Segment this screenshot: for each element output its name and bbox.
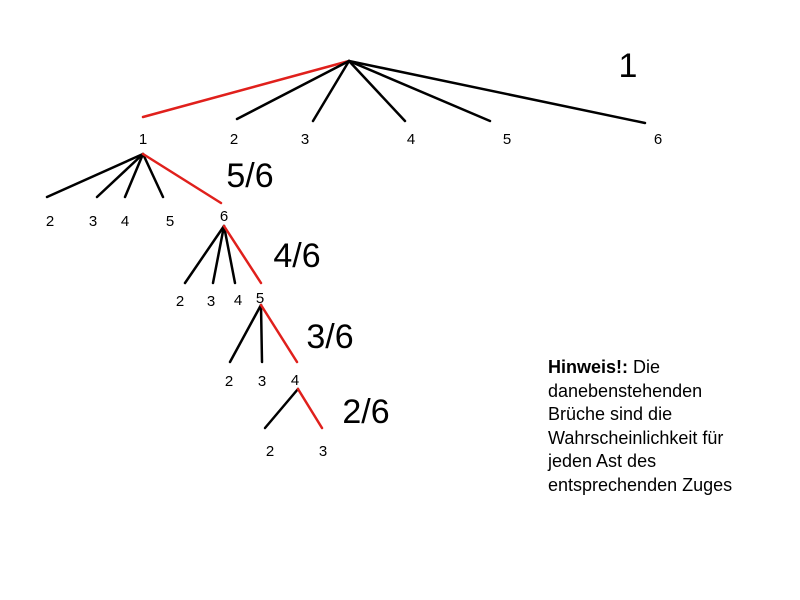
branch-root-4 xyxy=(347,59,407,123)
node-label: 5 xyxy=(166,213,174,230)
node-label: 4 xyxy=(234,292,242,309)
node-label: 3 xyxy=(258,373,266,390)
fraction-level-4: 3/6 xyxy=(306,318,353,356)
top-probability: 1 xyxy=(619,47,638,85)
node-label: 5 xyxy=(256,290,264,307)
branch-root-2 xyxy=(235,59,351,121)
branch-1-2 xyxy=(45,152,145,199)
fraction-level-5: 2/6 xyxy=(342,393,389,431)
node-label: 2 xyxy=(46,213,54,230)
node-label: 6 xyxy=(220,208,228,225)
branch-root-3 xyxy=(311,59,351,123)
branch-4-3 xyxy=(296,387,324,430)
branch-1-3 xyxy=(95,152,145,199)
node-label: 3 xyxy=(207,293,215,310)
node-label: 4 xyxy=(407,131,415,148)
hint-text: Die danebenstehenden Brüche sind die Wah… xyxy=(548,357,733,495)
branch-5-4 xyxy=(259,303,299,364)
fraction-level-3: 4/6 xyxy=(273,237,320,275)
branch-1-6 xyxy=(141,152,223,205)
branch-1-5 xyxy=(141,152,165,199)
hint-note: Hinweis!: Die danebenstehenden Brüche si… xyxy=(548,356,748,497)
branch-root-1 xyxy=(141,59,351,119)
node-label: 2 xyxy=(230,131,238,148)
node-label: 4 xyxy=(291,372,299,389)
node-label: 3 xyxy=(301,131,309,148)
branch-4-2 xyxy=(263,387,300,430)
node-label: 2 xyxy=(225,373,233,390)
node-label: 2 xyxy=(266,443,274,460)
node-label: 3 xyxy=(319,443,327,460)
node-label: 1 xyxy=(139,131,147,148)
node-label: 6 xyxy=(654,131,662,148)
node-label: 3 xyxy=(89,213,97,230)
branch-6-4 xyxy=(222,224,237,285)
node-label: 5 xyxy=(503,131,511,148)
branch-root-5 xyxy=(347,59,492,123)
branch-6-5 xyxy=(222,224,263,285)
branch-root-6 xyxy=(347,59,647,125)
hint-title: Hinweis!: xyxy=(548,357,629,377)
branch-1-4 xyxy=(123,152,145,199)
branch-6-2 xyxy=(183,224,226,285)
branch-5-3 xyxy=(259,303,264,364)
node-label: 2 xyxy=(176,293,184,310)
fraction-level-2: 5/6 xyxy=(226,157,273,195)
node-label: 4 xyxy=(121,213,129,230)
branch-6-3 xyxy=(211,224,226,285)
branch-5-2 xyxy=(228,303,263,364)
